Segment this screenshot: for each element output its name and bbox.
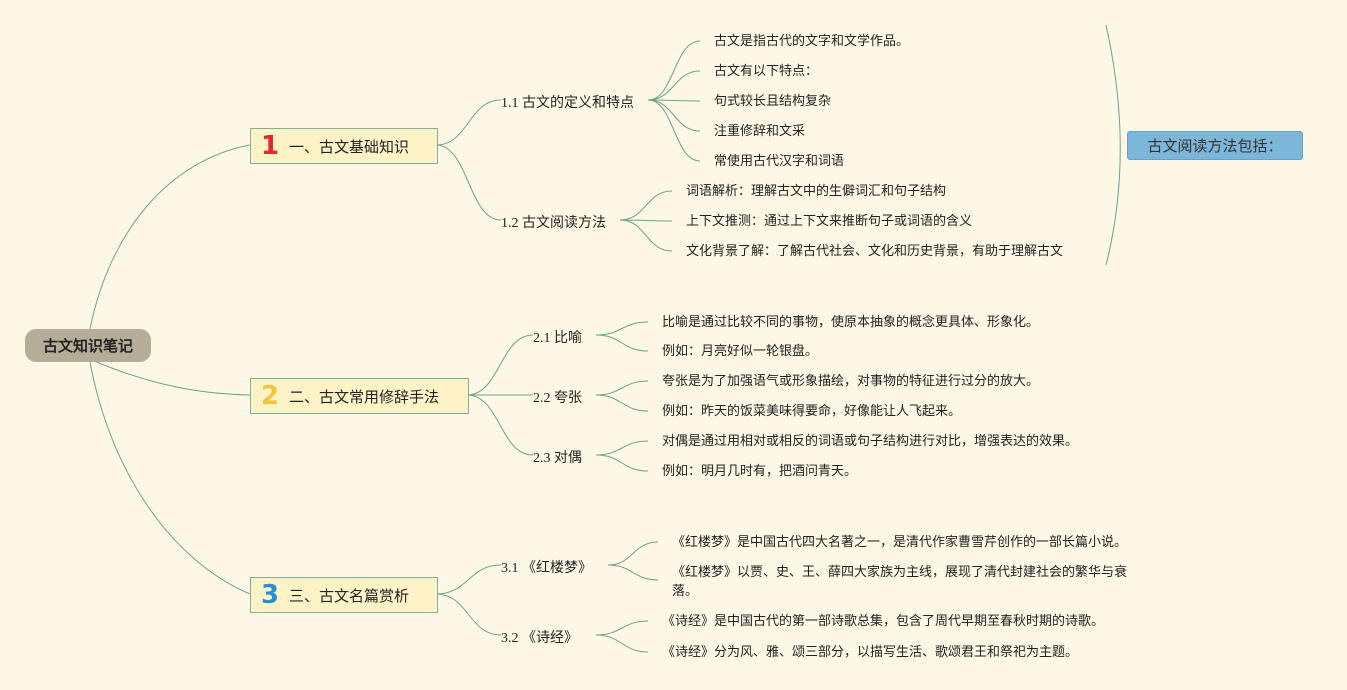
topic-1-label: 一、古文基础知识 [289,137,410,156]
leaf-1-2-1[interactable]: 词语解析：理解古文中的生僻词汇和句子结构 [686,184,947,199]
leaf-2-1-2[interactable]: 例如：月亮好似一轮银盘。 [662,344,819,359]
number-two-icon: 2 [260,381,280,411]
summary-bracket [1105,24,1121,266]
link-root-topic-2 [91,359,251,396]
topic-3-label: 三、古文名篇赏析 [289,586,410,605]
link-2-1-leaf-2 [595,334,649,352]
subtopic-2-2[interactable]: 2.2 夸张 [533,391,582,406]
leaf-2-2-2[interactable]: 例如：昨天的饭菜美味得要命，好像能让人飞起来。 [662,404,962,419]
link-2-3-leaf-2 [595,454,649,472]
link-1-2-leaf-3 [619,219,673,252]
leaf-1-1-3[interactable]: 句式较长且结构复杂 [714,94,832,109]
leaf-3-1-2-cont: 落。 [672,584,699,599]
number-one-icon: 1 [260,131,280,161]
root-node[interactable]: 古文知识笔记 [25,329,151,362]
link-1-1-leaf-2 [647,70,701,101]
link-1-2-leaf-1 [619,190,673,221]
leaf-3-2-2[interactable]: 《诗经》分为风、雅、颂三部分，以描写生活、歌颂君王和祭祀为主题。 [662,645,1079,660]
leaf-1-2-2[interactable]: 上下文推测：通过上下文来推断句子或词语的含义 [686,214,973,229]
link-1-2-leaf-2 [619,219,673,222]
link-2-3-leaf-1 [595,440,649,456]
link-1-1-leaf-4 [647,99,701,132]
subtopic-1-2[interactable]: 1.2 古文阅读方法 [501,216,606,231]
link-2-2-leaf-2 [595,394,649,412]
link-topic-2-sub-1 [466,334,534,396]
link-root-topic-3 [89,361,251,595]
link-3-2-leaf-2 [595,634,649,653]
link-topic-3-sub-1 [435,564,502,595]
link-1-1-leaf-5 [647,99,701,162]
reading-methods-summary-label: 古文阅读方法包括： [1147,137,1283,155]
subtopic-2-1[interactable]: 2.1 比喻 [533,331,582,346]
link-topic-2-sub-3 [466,394,534,456]
subtopic-1-1[interactable]: 1.1 古文的定义和特点 [501,96,634,111]
link-3-2-leaf-1 [595,620,649,636]
leaf-1-1-1[interactable]: 古文是指古代的文字和文学作品。 [714,34,910,49]
link-2-1-leaf-1 [595,321,649,336]
leaf-1-1-2[interactable]: 古文有以下特点： [714,64,819,79]
link-1-1-leaf-1 [647,40,701,101]
link-3-1-leaf-2 [607,564,659,581]
subtopic-3-1[interactable]: 3.1 《红楼梦》 [501,561,592,576]
leaf-1-2-3[interactable]: 文化背景了解：了解古代社会、文化和历史背景，有助于理解古文 [686,244,1064,259]
leaf-2-3-2[interactable]: 例如：明月几时有，把酒问青天。 [662,464,858,479]
link-topic-1-sub-1 [435,99,502,146]
link-topic-1-sub-2 [435,144,502,221]
leaf-3-2-1[interactable]: 《诗经》是中国古代的第一部诗歌总集，包含了周代早期至春秋时期的诗歌。 [662,614,1105,629]
leaf-1-1-5[interactable]: 常使用古代汉字和词语 [714,154,845,169]
leaf-2-2-1[interactable]: 夸张是为了加强语气或形象描绘，对事物的特征进行过分的放大。 [662,374,1040,389]
leaf-3-1-2[interactable]: 《红楼梦》以贾、史、王、薛四大家族为主线，展现了清代封建社会的繁华与衰 [672,565,1128,580]
reading-methods-summary[interactable]: 古文阅读方法包括： [1127,131,1303,160]
root-label: 古文知识笔记 [42,337,133,355]
link-topic-3-sub-2 [435,593,502,636]
subtopic-2-3[interactable]: 2.3 对偶 [533,451,582,466]
link-3-1-leaf-1 [607,541,659,566]
link-root-topic-1 [89,144,251,330]
leaf-2-1-1[interactable]: 比喻是通过比较不同的事物，使原本抽象的概念更具体、形象化。 [662,315,1040,330]
link-1-1-leaf-3 [647,99,701,102]
link-2-2-leaf-1 [595,380,649,396]
topic-2[interactable]: 2 二、古文常用修辞手法 [250,378,469,414]
topic-1[interactable]: 1 一、古文基础知识 [250,128,438,164]
topic-3[interactable]: 3 三、古文名篇赏析 [250,577,438,613]
leaf-2-3-1[interactable]: 对偶是通过用相对或相反的词语或句子结构进行对比，增强表达的效果。 [662,434,1079,449]
leaf-3-1-1[interactable]: 《红楼梦》是中国古代四大名著之一，是清代作家曹雪芹创作的一部长篇小说。 [672,535,1128,550]
number-three-icon: 3 [260,580,280,610]
leaf-1-1-4[interactable]: 注重修辞和文采 [714,124,806,139]
topic-2-label: 二、古文常用修辞手法 [289,387,440,406]
subtopic-3-2[interactable]: 3.2 《诗经》 [501,631,578,646]
